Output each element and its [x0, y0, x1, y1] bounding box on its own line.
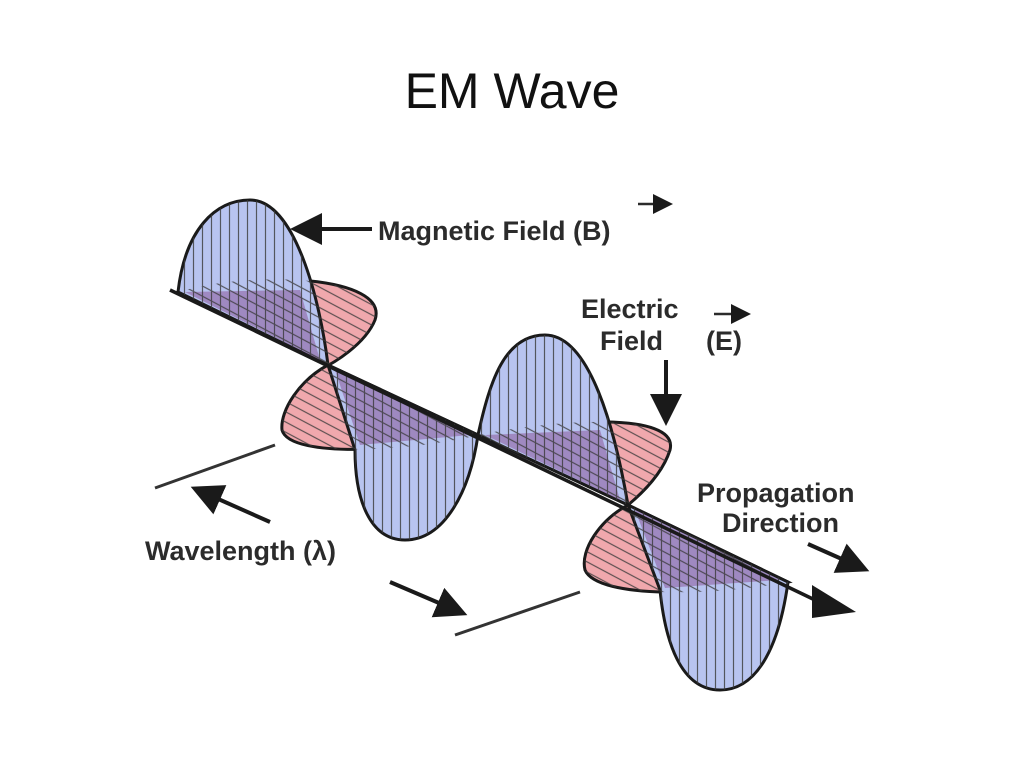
propagation-arrowhead-icon [812, 585, 856, 618]
electric-field-label-line1: Electric [581, 294, 679, 324]
wavelength-arrow-left-icon [190, 485, 271, 524]
hatching [178, 200, 788, 690]
wavelength-guide-right [454, 590, 581, 637]
propagation-label-line1: Propagation [697, 478, 855, 508]
slide-title: EM Wave [404, 63, 620, 119]
electric-field-symbol: (E) [706, 326, 742, 356]
wavelength-arrow-right-icon [389, 580, 468, 618]
wavelength-label: Wavelength (λ) [145, 536, 336, 566]
propagation-label-line2: Direction [722, 508, 839, 538]
electric-field-label-line2: Field [600, 326, 663, 356]
wavelength-guide-left [154, 443, 276, 490]
magnetic-field-label: Magnetic Field (B) [378, 216, 611, 246]
arrow-right-icon [807, 542, 870, 573]
propagation-axis [169, 288, 816, 602]
